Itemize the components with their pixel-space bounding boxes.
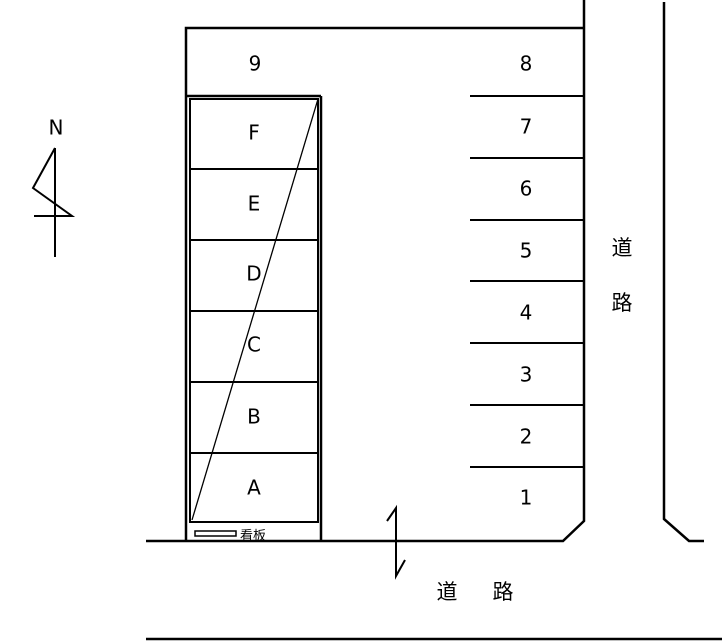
slot-1: 1	[520, 486, 533, 510]
right-stall-dividers	[470, 95, 584, 468]
slot-3: 3	[520, 363, 533, 387]
slot-B: B	[247, 405, 261, 429]
south-road-label-1: 道	[437, 580, 458, 604]
slot-6: 6	[520, 177, 533, 201]
slot-F: F	[248, 121, 260, 145]
slot-2: 2	[520, 425, 533, 449]
building-block	[189, 98, 319, 523]
south-road-label-2: 路	[493, 580, 514, 604]
north-label: N	[49, 116, 64, 140]
break-line-icon	[386, 504, 406, 580]
slot-5: 5	[520, 239, 533, 263]
slot-E: E	[248, 192, 261, 216]
east-road-label-2: 路	[612, 291, 633, 315]
signboard-icon	[194, 530, 237, 537]
east-road-label-1: 道	[612, 236, 633, 260]
slot-C: C	[247, 333, 261, 357]
slot-4: 4	[520, 301, 533, 325]
slot-D: D	[246, 262, 261, 286]
lot-outline	[146, 0, 722, 641]
slot-8: 8	[520, 52, 533, 76]
north-arrow-icon	[31, 147, 76, 257]
slot-A: A	[247, 476, 261, 500]
slot-7: 7	[520, 115, 533, 139]
signboard-label: 看板	[240, 528, 266, 544]
slot-9: 9	[249, 52, 262, 76]
